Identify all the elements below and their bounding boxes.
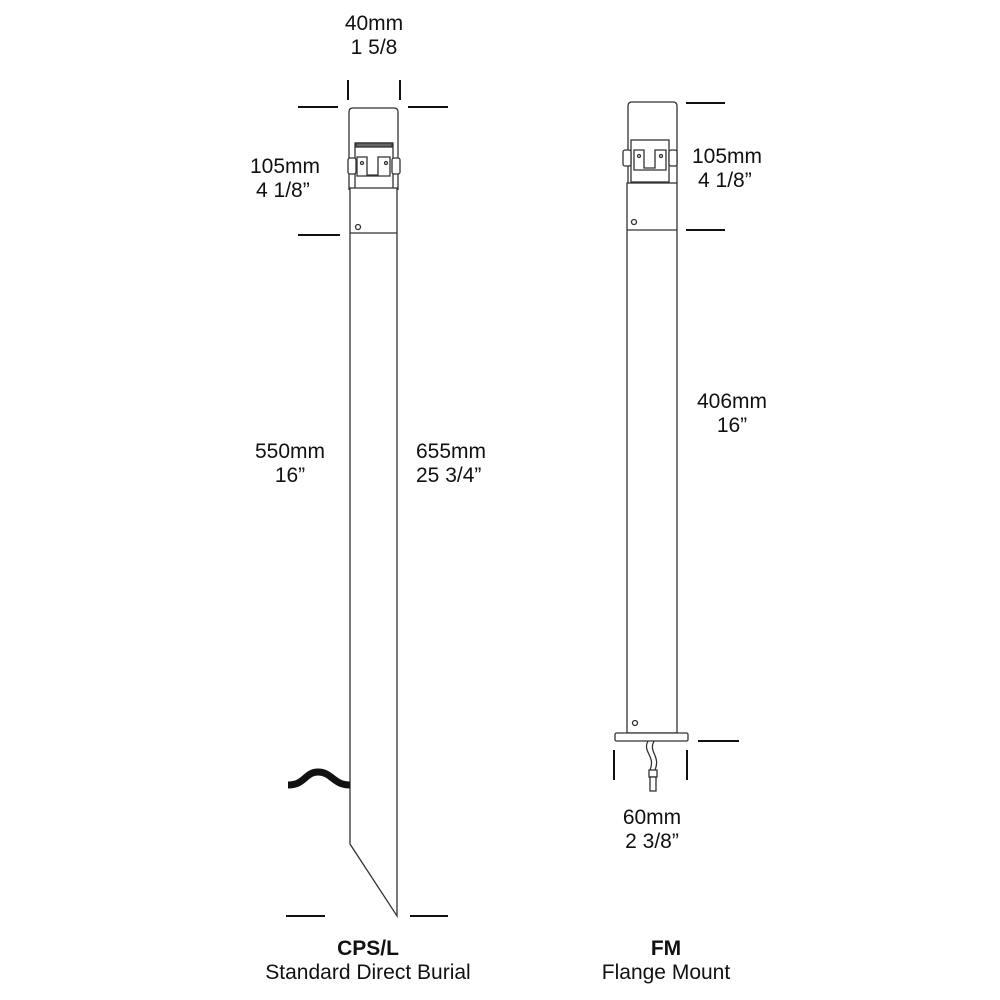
left-shaft-dimension: 550mm 16” [240,440,340,488]
left-caption: CPS/L Standard Direct Burial [218,937,518,985]
dimension-lines [286,80,739,917]
dimension-in: 16” [274,464,306,487]
model-description: Flange Mount [601,961,731,984]
left-head-dimension: 105mm 4 1/8” [250,155,320,203]
dimension-mm: 655mm [416,440,487,463]
dimension-mm: 105mm [250,155,321,178]
left-total-dimension: 655mm 25 3/4” [416,440,486,488]
dimension-in: 4 1/8” [256,179,310,202]
right-flange-dimension: 60mm 2 3/8” [602,806,702,854]
dimension-mm: 40mm [344,12,404,35]
dimension-in: 1 5/8 [350,36,398,59]
dimension-in: 4 1/8” [698,169,752,192]
dimension-in: 16” [716,414,748,437]
cable-icon [287,768,351,789]
right-fixture-fm [614,101,689,792]
model-name: FM [650,937,682,960]
model-description: Standard Direct Burial [265,961,471,984]
dimension-in: 2 3/8” [625,830,679,853]
left-fixture-cps-l [347,107,401,919]
dimension-mm: 60mm [622,806,682,829]
dimension-in: 25 3/4” [416,464,482,487]
right-shaft-dimension: 406mm 16” [682,390,782,438]
right-head-dimension: 105mm 4 1/8” [692,145,762,193]
dimension-mm: 406mm [696,390,768,413]
model-name: CPS/L [337,937,399,960]
right-caption: FM Flange Mount [566,937,766,985]
dimension-mm: 550mm [254,440,326,463]
dimension-mm: 105mm [692,145,763,168]
left-width-dimension: 40mm 1 5/8 [324,12,424,60]
